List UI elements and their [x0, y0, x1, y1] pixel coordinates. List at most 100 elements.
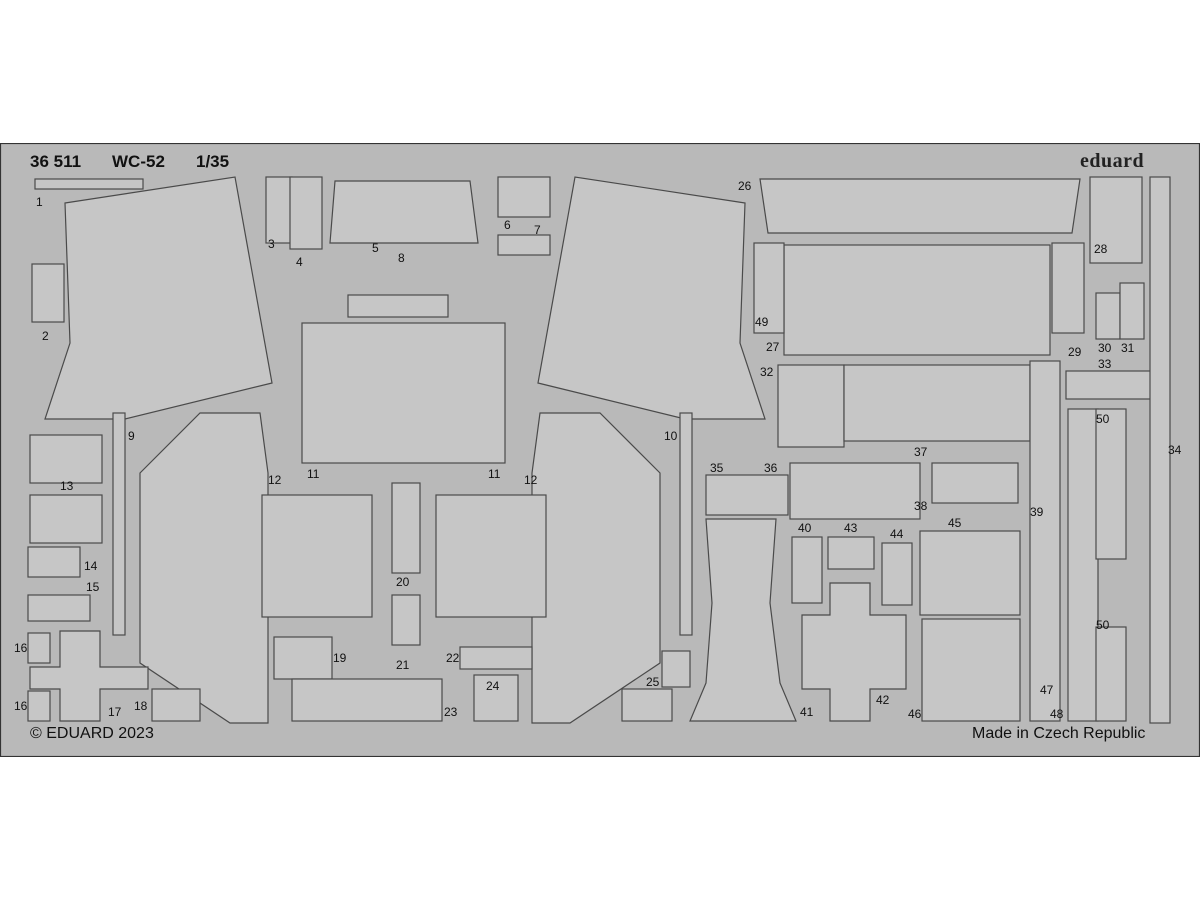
- part-label: 43: [844, 521, 858, 535]
- part-label: 13: [60, 479, 74, 493]
- part-41: [689, 518, 797, 722]
- part-31: [1119, 282, 1145, 340]
- part-label: 33: [1098, 357, 1112, 371]
- part-39: [931, 462, 1019, 504]
- part-9: [44, 176, 273, 420]
- part-42: [801, 582, 907, 722]
- part-label: 6: [504, 218, 511, 232]
- part-4: [289, 176, 323, 250]
- part-38: [789, 462, 921, 520]
- part-13b: [29, 494, 103, 544]
- seat-right: [435, 494, 547, 618]
- part-11: [301, 322, 506, 464]
- part-40: [791, 536, 823, 604]
- fret-drawing: [0, 143, 1200, 757]
- part-label: 11: [307, 467, 320, 481]
- part-label: 46: [908, 707, 922, 721]
- part-label: 2: [42, 329, 49, 343]
- part-5: [329, 180, 479, 244]
- sheet-model: WC-52: [112, 152, 165, 171]
- part-44: [881, 542, 913, 606]
- part-6: [497, 176, 551, 218]
- part-label: 10: [664, 429, 678, 443]
- part-14: [27, 546, 81, 578]
- part-label: 34: [1168, 443, 1182, 457]
- part-label: 38: [914, 499, 928, 513]
- part-35-36: [705, 474, 789, 516]
- part-47: [1029, 360, 1061, 722]
- seat-left: [261, 494, 373, 618]
- part-30: [1095, 292, 1121, 340]
- part-label: 12: [524, 473, 538, 487]
- brand-logo: eduard: [1080, 150, 1145, 172]
- part-label: 3: [268, 237, 275, 251]
- part-label: 5: [372, 241, 379, 255]
- part-49: [753, 242, 785, 334]
- part-label: 4: [296, 255, 303, 269]
- part-8: [347, 294, 449, 318]
- part-32: [777, 364, 845, 448]
- part-16b: [27, 690, 51, 722]
- part-label: 29: [1068, 345, 1082, 359]
- part-12-right: [531, 412, 661, 724]
- part-16a: [27, 632, 51, 664]
- part-21: [391, 594, 421, 646]
- part-label: 50: [1096, 412, 1110, 426]
- part-label: 36: [764, 461, 778, 475]
- part-50a: [1095, 408, 1127, 560]
- part-28: [1089, 176, 1143, 264]
- part-label: 31: [1121, 341, 1135, 355]
- part-45: [919, 530, 1021, 616]
- part-label: 32: [760, 365, 774, 379]
- part-label: 18: [134, 699, 148, 713]
- part-2: [31, 263, 65, 323]
- part-label: 42: [876, 693, 890, 707]
- part-13a: [29, 434, 103, 484]
- copyright: © EDUARD 2023: [30, 725, 154, 742]
- part-label: 50: [1096, 618, 1110, 632]
- part-22: [459, 646, 533, 670]
- part-50b: [1095, 626, 1127, 722]
- part-25b: [661, 650, 691, 688]
- part-label: 17: [108, 705, 122, 719]
- part-24: [473, 674, 519, 722]
- sheet-code: 36 511: [30, 152, 82, 171]
- part-label: 20: [396, 575, 410, 589]
- part-label: 40: [798, 521, 812, 535]
- part-12-left: [139, 412, 269, 724]
- part-label: 25: [646, 675, 660, 689]
- origin: Made in Czech Republic: [972, 725, 1146, 742]
- part-label: 35: [710, 461, 724, 475]
- part-label: 28: [1094, 242, 1108, 256]
- part-15: [27, 594, 91, 622]
- part-label: 11: [488, 467, 501, 481]
- part-18: [151, 688, 201, 722]
- photo-etch-fret: [0, 143, 1200, 757]
- part-label: 30: [1098, 341, 1112, 355]
- sheet-scale: 1/35: [196, 152, 230, 171]
- part-7: [497, 234, 551, 256]
- part-label: 47: [1040, 683, 1054, 697]
- part-19: [273, 636, 333, 680]
- part-label: 21: [396, 658, 410, 672]
- part-37: [843, 364, 1031, 442]
- part-29: [1051, 242, 1085, 334]
- part-label: 15: [86, 580, 100, 594]
- part-label: 14: [84, 559, 98, 573]
- part-46: [921, 618, 1021, 722]
- part-label: 41: [800, 705, 814, 719]
- part-label: 45: [948, 516, 962, 530]
- part-1: [34, 178, 144, 190]
- part-label: 37: [914, 445, 928, 459]
- part-48: [1067, 408, 1099, 722]
- part-9-strip: [112, 412, 126, 636]
- part-label: 23: [444, 705, 458, 719]
- part-25a: [621, 688, 673, 722]
- part-20: [391, 482, 421, 574]
- part-10: [537, 176, 766, 420]
- part-label: 22: [446, 651, 460, 665]
- part-label: 16: [14, 699, 28, 713]
- part-label: 16: [14, 641, 28, 655]
- part-label: 39: [1030, 505, 1044, 519]
- part-label: 8: [398, 251, 405, 265]
